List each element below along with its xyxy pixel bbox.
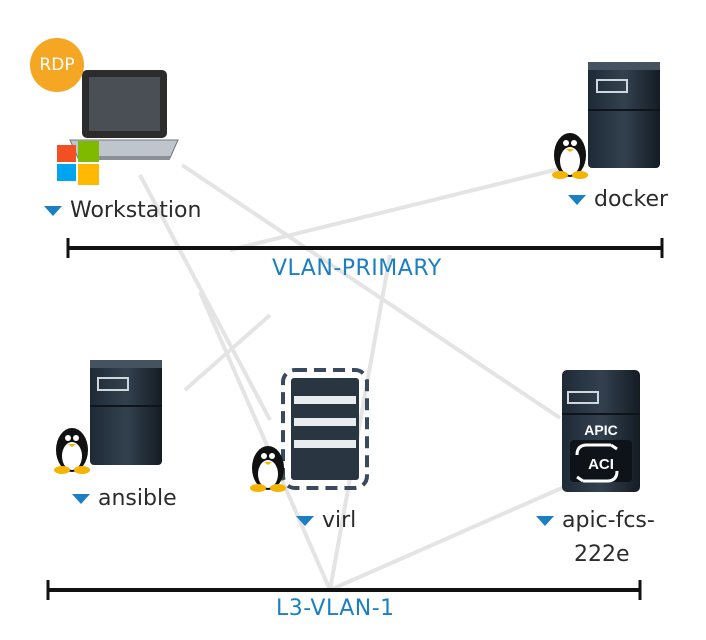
ansible-server-icon[interactable] — [90, 360, 162, 465]
docker-node-label[interactable]: docker — [568, 187, 668, 212]
chevron-down-icon[interactable] — [296, 516, 314, 526]
apic-chip-title: APIC — [584, 422, 617, 438]
rdp-badge[interactable]: RDP — [30, 38, 84, 92]
linux-tux-icon — [250, 446, 286, 492]
docker-server-icon[interactable] — [588, 62, 660, 168]
link-primary-docker[interactable] — [229, 163, 576, 252]
workstation-label-text: Workstation — [70, 198, 202, 223]
link-primary-l3[interactable] — [328, 254, 392, 591]
link-l3-apic[interactable] — [329, 478, 581, 592]
l3-vlan-bus[interactable] — [46, 580, 642, 600]
vlan-primary-label[interactable]: VLAN-PRIMARY — [272, 256, 442, 281]
apic-label-line1: apic-fcs- — [562, 508, 655, 533]
chevron-down-icon[interactable] — [536, 516, 554, 526]
workstation-node-label[interactable]: Workstation — [44, 198, 201, 223]
aci-chip-label: ACI — [588, 456, 614, 473]
link-workstation-virl[interactable] — [138, 174, 272, 421]
windows-logo-icon — [57, 141, 99, 185]
ansible-node-label[interactable]: ansible — [72, 486, 177, 511]
virl-server-icon[interactable] — [281, 368, 369, 490]
link-workstation-apic[interactable] — [180, 163, 562, 420]
linux-tux-icon — [54, 428, 90, 474]
link-lines — [138, 163, 581, 592]
apic-node-label[interactable]: apic-fcs- — [536, 508, 655, 533]
docker-label-text: docker — [594, 187, 669, 212]
vlan-primary-bus[interactable] — [66, 238, 664, 258]
link-primary-ansible[interactable] — [183, 313, 272, 392]
apic-label-line2: 222e — [574, 542, 630, 567]
virl-label-text: virl — [322, 508, 357, 533]
apic-controller-icon[interactable] — [562, 370, 640, 492]
linux-tux-icon — [552, 133, 588, 179]
chevron-down-icon[interactable] — [72, 494, 90, 504]
virl-node-label[interactable]: virl — [296, 508, 356, 533]
chevron-down-icon[interactable] — [44, 206, 62, 216]
chevron-down-icon[interactable] — [568, 195, 586, 205]
link-primary-virl[interactable] — [198, 291, 332, 591]
ansible-label-text: ansible — [98, 486, 177, 511]
l3-vlan-label[interactable]: L3-VLAN-1 — [276, 596, 395, 621]
